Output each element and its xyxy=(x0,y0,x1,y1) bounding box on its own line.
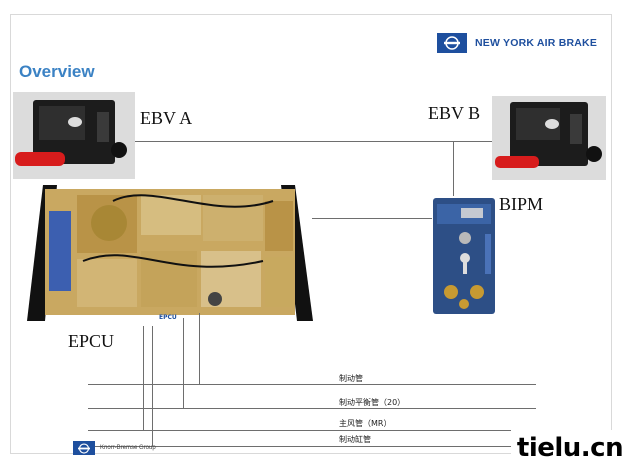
footer: Knorr-Bremse Group xyxy=(73,441,156,455)
drop-line-2 xyxy=(152,326,153,446)
pipe-line-main xyxy=(88,430,536,431)
label-ebv-b: EBV B xyxy=(428,103,481,123)
drop-line-1 xyxy=(143,326,144,430)
pipe-line-brake xyxy=(88,384,536,385)
connector-ebvb-to-bipm xyxy=(453,141,454,196)
ebv-a-image xyxy=(13,92,135,179)
watermark-text: tielu.cn xyxy=(511,430,629,465)
connector-ebv-line xyxy=(133,141,508,142)
bipm-image xyxy=(431,194,499,318)
pipe-line-cylinder xyxy=(88,446,536,447)
brand-header: NEW YORK AIR BRAKE xyxy=(437,33,597,53)
ebv-b-image xyxy=(492,96,606,180)
brand-name: NEW YORK AIR BRAKE xyxy=(475,37,598,49)
knorr-logo-icon xyxy=(437,33,467,53)
footer-text: Knorr-Bremse Group xyxy=(100,445,156,451)
pipe-label-equalizing: 制动平衡管（20） xyxy=(339,398,406,407)
label-epcu: EPCU xyxy=(68,331,115,351)
pipe-label-cylinder: 制动缸管 xyxy=(339,435,371,444)
page-title: Overview xyxy=(19,62,95,81)
epcu-plate-label: EPCU xyxy=(159,314,177,321)
knorr-logo-icon xyxy=(73,441,95,455)
label-bipm: BIPM xyxy=(499,194,544,214)
pipe-label-brake: 制动管 xyxy=(339,374,363,383)
drop-line-4 xyxy=(199,313,200,384)
pipe-label-main: 主风管（MR） xyxy=(339,419,392,428)
epcu-image xyxy=(13,181,318,326)
pipe-line-equalizing xyxy=(88,408,536,409)
connector-epcu-to-bipm xyxy=(312,218,432,219)
label-ebv-a: EBV A xyxy=(140,108,193,128)
drop-line-3 xyxy=(183,318,184,408)
